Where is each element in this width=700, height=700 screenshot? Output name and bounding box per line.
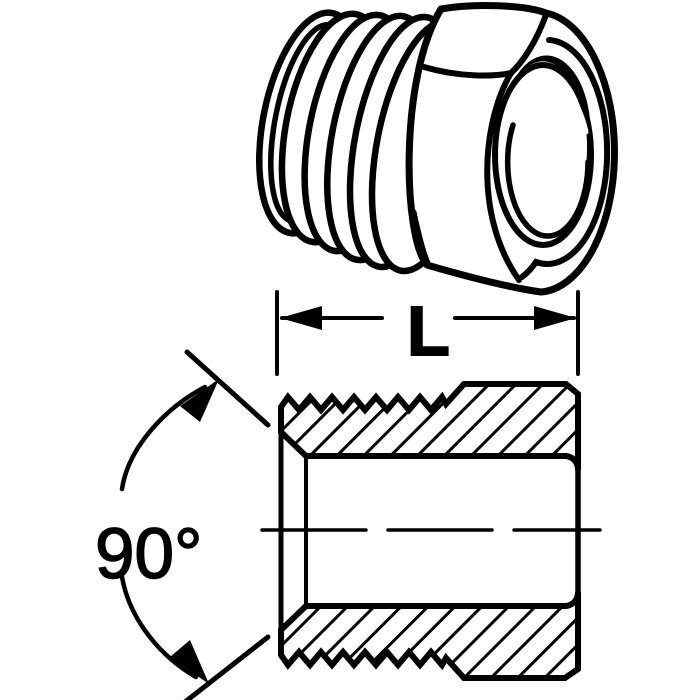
- face-opening: [492, 62, 594, 248]
- length-dimension: L: [275, 290, 580, 376]
- hex-top-right-facet-edge: [508, 12, 549, 76]
- angle-label: 90°: [95, 515, 202, 594]
- hex-front-corner-edge: [484, 70, 522, 283]
- arrowhead-right: [534, 306, 576, 330]
- section-top-wall: [278, 381, 581, 471]
- angle-arrowhead-bottom: [170, 640, 209, 684]
- angle-dimension: 90°: [94, 349, 271, 700]
- angle-extension-line-top: [184, 349, 271, 428]
- length-label: L: [407, 292, 450, 370]
- hex-bottom-left-facet-edge: [411, 209, 431, 266]
- angle-arc-bottom: [119, 574, 199, 680]
- arrowhead-left: [280, 306, 322, 330]
- angle-arc-top: [119, 384, 208, 492]
- inner-bore-edge: [504, 122, 591, 239]
- face-chamfer-ring: [519, 37, 611, 280]
- angle-extension-line-bottom: [183, 634, 271, 700]
- angle-arrowhead-top: [180, 379, 219, 422]
- perspective-view: [256, 2, 619, 296]
- bore-highlight-sliver: [557, 79, 589, 135]
- hex-top-facet-edge: [421, 64, 514, 79]
- section-bottom-wall: [278, 591, 581, 681]
- section-view: [260, 381, 602, 681]
